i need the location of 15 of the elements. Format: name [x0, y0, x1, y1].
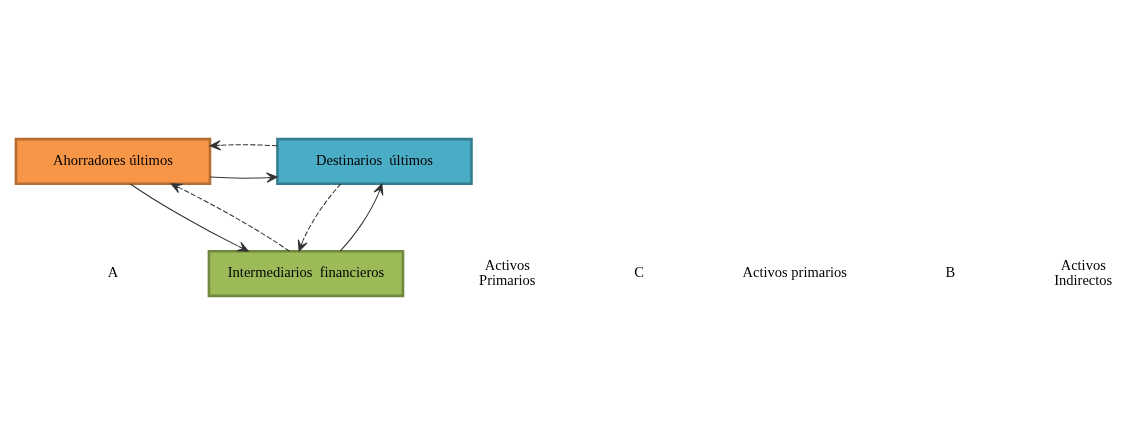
label: Activos Primarios: [478, 256, 536, 289]
arrow: [209, 172, 278, 183]
label: B: [945, 264, 955, 281]
arrow: [339, 183, 383, 252]
arrow: [170, 183, 290, 252]
node-box: Intermediarios financieros: [207, 249, 404, 298]
arrow: [209, 140, 278, 151]
label: C: [633, 264, 644, 281]
node-box: Destinarios últimos: [275, 137, 473, 186]
node-box: Ahorradores últimos: [14, 137, 211, 186]
arrow: [129, 183, 249, 252]
arrow: [297, 183, 341, 252]
label: Activos Indirectos: [1053, 256, 1112, 289]
label: Activos primarios: [742, 264, 847, 281]
label: A: [107, 264, 118, 281]
